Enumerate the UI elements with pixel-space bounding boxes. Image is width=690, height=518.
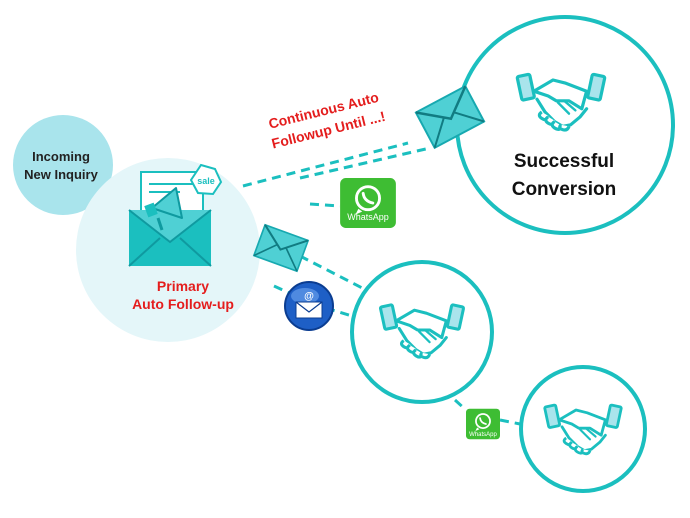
whatsapp-label-small: WhatsApp [469, 432, 497, 438]
megaphone-icon [144, 187, 183, 231]
primary-line2: Auto Follow-up [132, 296, 234, 312]
sale-tag-icon: sale [189, 163, 223, 196]
incoming-inquiry-circle [13, 115, 113, 215]
incoming-line1: Incoming [32, 149, 90, 164]
connector-whatsapp-small [499, 418, 521, 426]
connector-continuous-1 [242, 141, 409, 188]
incoming-inquiry-label: Incoming New Inquiry [6, 148, 116, 184]
success-line1: Successful [513, 151, 615, 172]
incoming-line2: New Inquiry [24, 167, 98, 182]
primary-followup-label: Primary Auto Follow-up [108, 277, 258, 313]
connector-continuous-2 [299, 146, 431, 180]
success-line2: Conversion [511, 179, 617, 200]
middle-conversion-circle [350, 260, 494, 404]
successful-conversion-label: Successful Conversion [476, 148, 652, 204]
connector-whatsapp [309, 202, 341, 208]
primary-line1: Primary [156, 278, 210, 294]
svg-text:@: @ [304, 291, 314, 302]
sale-tag-text: sale [197, 176, 215, 186]
connector-to-middle-1 [299, 254, 371, 294]
whatsapp-label-large: WhatsApp [347, 212, 389, 222]
envelope-icon-medium [252, 223, 310, 273]
connector-middle-whatsapp [453, 398, 468, 412]
email-at-icon: @ [284, 281, 334, 331]
